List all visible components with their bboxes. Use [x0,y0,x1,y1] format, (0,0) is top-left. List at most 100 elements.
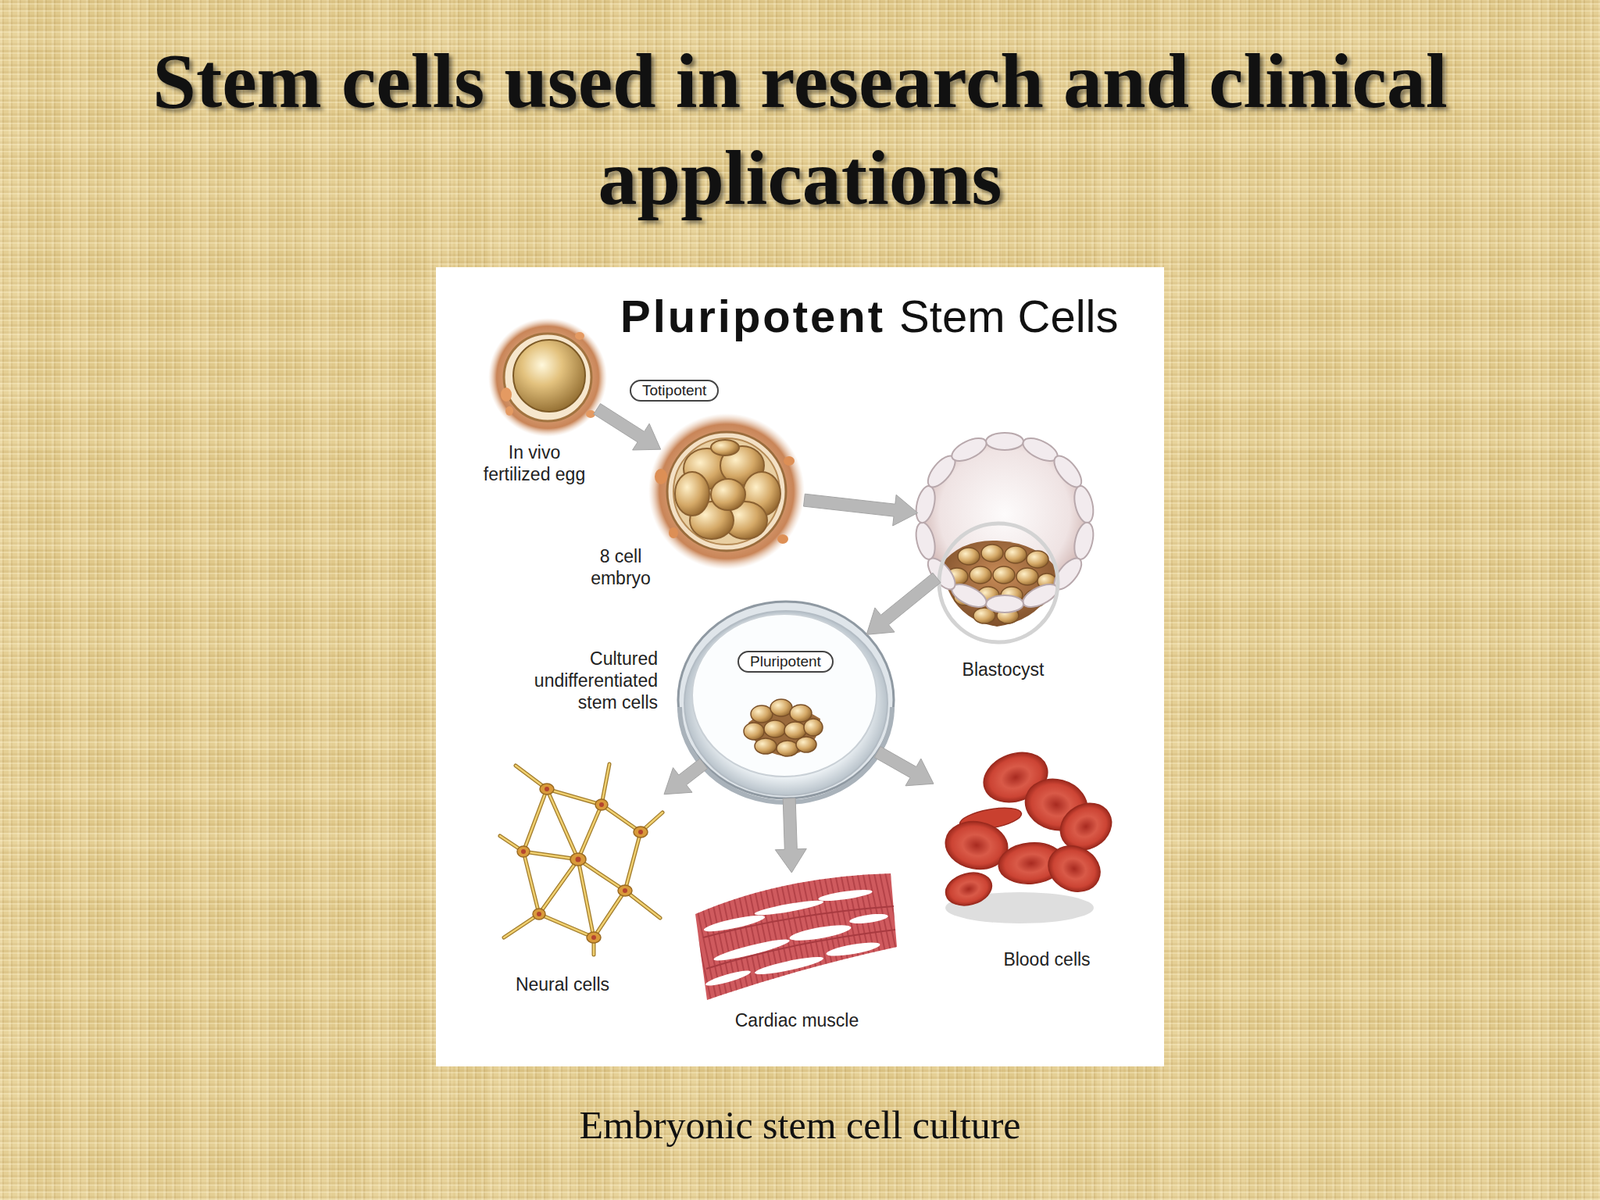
culture-dish-illustration-part [679,707,893,803]
blastocyst-illustration-part [1026,550,1049,568]
blastocyst-illustration-part-part [913,484,939,525]
eight-cell-embryo-illustration-part [654,468,668,485]
blastocyst-illustration-part-part [1071,484,1097,525]
neural-cells-illustration-part-part [517,846,530,858]
cardiac-muscle-illustration-part-part [753,953,825,978]
neural-cells-illustration [500,764,663,955]
cardiac-muscle-illustration-part-part [704,967,752,989]
neural-cells-illustration-part-part [622,888,628,893]
flow-arrow [803,493,918,526]
blastocyst-illustration-part [1004,546,1027,564]
eight-cell-embryo-illustration-part [668,527,679,539]
node-label: 8 cell embryo [583,545,658,590]
culture-dish-illustration-part [784,721,807,740]
node-label: Cardiac muscle [718,1009,875,1032]
culture-dish-illustration [678,601,894,803]
slide-caption: Embryonic stem cell culture [0,1101,1600,1149]
culture-dish-illustration-part [803,718,823,736]
blastocyst-illustration-part [957,547,980,565]
heading-text: Stem Cells [899,289,1118,344]
neural-cells-illustration-part-part [539,783,554,795]
blastocyst-illustration-part [941,540,1058,627]
tag-text: Totipotent [642,382,707,399]
blastocyst-illustration-part-part [985,595,1024,613]
node-label: Blood cells [968,948,1125,971]
culture-dish-illustration-part [678,601,894,799]
blastocyst-illustration-part-part [985,432,1024,450]
neural-cells-illustration-part-part [638,829,643,835]
blood-cells-illustration-part [942,867,996,911]
eight-cell-embryo-illustration-part [673,438,780,545]
potency-tag: Totipotent [629,379,719,402]
blastocyst-illustration-part-part [948,433,990,466]
eight-cell-embryo-illustration-part [777,534,789,544]
cardiac-muscle-illustration-part [695,873,897,1000]
fertilized-egg-illustration-part [503,333,592,422]
cardiac-muscle-illustration-part-part [817,887,874,904]
fertilized-egg-illustration-part [500,387,512,402]
fertilized-egg-illustration [488,317,608,437]
culture-dish-illustration-part [796,736,817,753]
flow-arrow [593,403,661,450]
eight-cell-embryo-illustration-part [710,478,746,511]
neural-cells-illustration-part-part [595,799,608,811]
neural-cells-illustration-part-part [591,935,597,940]
eight-cell-embryo-illustration-part [710,439,740,456]
cardiac-muscle-illustration-part [695,873,897,1000]
cardiac-muscle-illustration-part [703,887,890,989]
potency-tag: Pluripotent [737,650,834,673]
embryo-node: 8 cell embryo [648,413,805,570]
cardiac-muscle-illustration-part-part [849,912,890,926]
cardiac-muscle-node: Cardiac muscle [689,872,899,1002]
node-label: Neural cells [484,973,641,996]
neural-cells-illustration-part-part [575,857,582,863]
blastocyst-illustration-part [939,523,1058,643]
blood-cells-node: Blood cells [933,750,1114,920]
cardiac-muscle-illustration-part-part [706,929,896,969]
culture-dish-illustration-part [770,699,793,717]
flow-arrow [775,798,807,873]
neural-cells-illustration-part [521,786,643,940]
cardiac-muscle-illustration-part [703,906,896,969]
culture-dish-illustration-part [684,610,888,796]
cardiac-muscle-illustration-part-part [825,939,881,959]
blastocyst-illustration-part [981,544,1004,562]
neural-cells-illustration-part [517,783,648,943]
neural-cells-illustration-part [500,764,663,955]
culture-dish-illustration-part [764,720,786,738]
neural-cells-illustration-part-part [633,826,648,838]
blastocyst-illustration-part-part [913,521,939,562]
blastocyst-illustration-part [969,566,992,584]
culture-dish-illustration-part [743,722,765,740]
panel-heading: PluripotentStem Cells [620,289,1119,344]
neural-cells-illustration-part-part [500,764,663,955]
blood-cells-illustration-part [1040,837,1108,900]
neural-cells-illustration-part-part [617,885,633,897]
node-label: Cultured undifferentiated stem cells [513,647,658,714]
node-label: Blastocyst [925,658,1082,681]
neural-cells-illustration-part-part [570,853,586,866]
fertilized-egg-node: In vivo fertilized egg [489,318,607,436]
heading-bold: Pluripotent [620,289,886,344]
neural-cells-illustration-part-part [521,849,526,854]
culture-dish-illustration-part [750,705,773,723]
neural-cells-illustration-part-part [586,932,601,943]
neural-cells-illustration-part-part [532,908,546,920]
eight-cell-embryo-illustration [648,413,805,570]
fertilized-egg-illustration-part [505,406,514,416]
fertilized-egg-illustration-part [513,339,586,412]
fertilized-egg-illustration-part [575,332,585,340]
neural-cells-illustration-part-part [536,911,542,917]
culture-dish-illustration-part [754,738,777,754]
fertilized-egg-illustration-part [488,317,608,437]
blood-cells-illustration [941,743,1120,924]
tag-text: Pluripotent [750,653,822,670]
culture-dish-illustration-part [776,740,799,757]
cardiac-muscle-illustration-part-part [712,935,791,965]
node-label: In vivo fertilized egg [479,441,590,486]
blastocyst-illustration-part [1016,567,1039,586]
slide-title: Stem cells used in research and clinical… [96,32,1504,227]
eight-cell-embryo-illustration-part [675,471,710,516]
